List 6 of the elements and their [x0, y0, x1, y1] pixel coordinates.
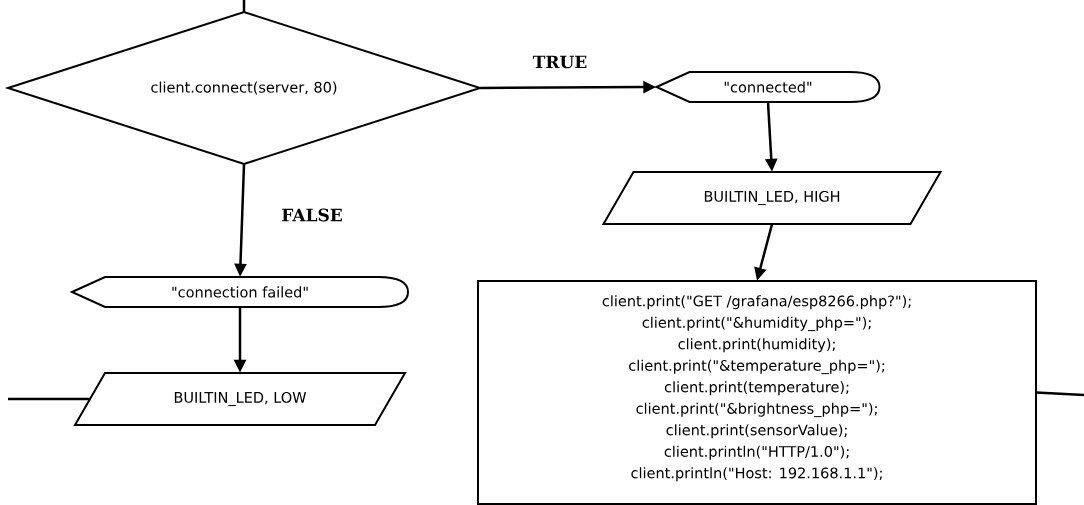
connector-line [8, 397, 90, 401]
connector-line [242, 0, 246, 12]
edge-label: TRUE [531, 54, 589, 70]
process-box: client.print("GET /grafana/esp8266.php?"); client.print("&humidity_php="); client.print(humidity); client.print("&temperature_php="); client.print(temperature); client.print("&brightness_php="); client.print(sensorValue); client.println("HTTP/1.0"); client.println("Host: 192.168.1.1"); [477, 280, 1037, 505]
edge-label: FALSE [280, 207, 344, 223]
connector-line [1036, 391, 1084, 397]
